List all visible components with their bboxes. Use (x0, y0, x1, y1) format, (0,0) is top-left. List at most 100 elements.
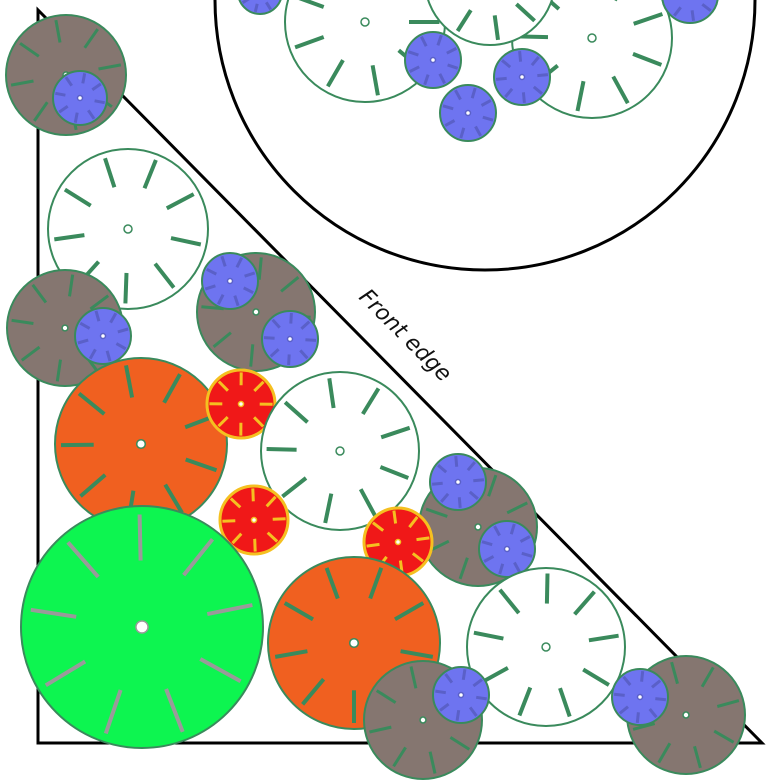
blue-plant-spoke (216, 294, 225, 305)
blue-plant-spoke (244, 271, 256, 278)
blue-plant-center (457, 691, 465, 699)
grey-plant-spoke (369, 725, 392, 734)
blue-plant-spoke (501, 59, 512, 69)
blue-plant-spoke (701, 3, 712, 12)
white-plant-spoke (361, 387, 381, 416)
blue-plant-spoke (444, 119, 456, 127)
grey-plant-spoke (506, 501, 528, 515)
white-plant-spoke (170, 236, 202, 247)
blue-plant-spoke (55, 91, 66, 97)
blue-plant-body (238, 0, 282, 15)
blue-plant-spoke (263, 336, 275, 340)
blue-plant-spoke (518, 50, 523, 62)
blue-plant-spoke (77, 338, 89, 345)
blue-plant-spoke (73, 112, 79, 123)
blue-plant-center (454, 478, 462, 486)
orange-plant-spoke (185, 457, 218, 473)
blue-plant (493, 48, 551, 106)
blue-plant-spoke (220, 255, 227, 267)
green-plant-spoke (206, 603, 253, 617)
white-plant-spoke (54, 233, 85, 242)
blue-plant-spoke (300, 320, 311, 330)
blue-plant-center (99, 332, 107, 340)
blue-plant-center (226, 277, 234, 285)
red-plant-center (250, 516, 258, 524)
blue-plant-spoke (91, 82, 102, 91)
white-plant-body (427, 0, 553, 46)
grey-plant-spoke (31, 283, 48, 304)
orange-plant-spoke (79, 473, 107, 498)
white-plant-spoke (544, 573, 550, 604)
blue-plant-spoke (105, 350, 112, 362)
white-plant-spoke (327, 378, 336, 409)
red-plant-spoke (408, 515, 419, 529)
orange-plant-spoke (301, 677, 326, 706)
grey-plant-center (61, 324, 69, 332)
blue-plant-spoke (459, 127, 466, 139)
orange-plant-spoke (163, 483, 184, 514)
white-plant-center (123, 224, 133, 234)
grey-plant-spoke (428, 751, 437, 774)
blue-plant-spoke (481, 540, 493, 547)
orange-plant-spoke (77, 391, 106, 416)
blue-plant-spoke (204, 284, 216, 291)
blue-plant-spoke (504, 87, 514, 98)
red-plant-spoke (253, 538, 257, 552)
grey-plant-spoke (425, 507, 448, 518)
grey-plant-center (252, 308, 260, 316)
grey-plant-spoke (10, 79, 34, 87)
white-plant-spoke (142, 159, 158, 189)
green-plant-spoke (103, 689, 123, 735)
blue-plant-spoke (265, 1, 272, 11)
grey-plant-spoke (670, 661, 679, 685)
blue-plant-spoke (436, 34, 443, 46)
white-plant-spoke (294, 35, 325, 50)
blue-plant-spoke (651, 679, 662, 689)
orange-plant-spoke (400, 649, 434, 659)
white-plant (284, 0, 446, 103)
white-plant-spoke (323, 493, 334, 524)
grey-plant-spoke (55, 359, 62, 382)
blue-plant-spoke (468, 490, 479, 500)
white-plant-spoke (582, 667, 610, 687)
white-plant-spoke (575, 80, 586, 112)
white-plant-spoke (326, 59, 345, 88)
blue-plant-center (503, 545, 511, 553)
blue-plant-spoke (455, 709, 461, 721)
blue-plant (404, 31, 462, 89)
front-edge-label: Front edge (354, 285, 456, 387)
blue-plant-center (636, 693, 644, 701)
grey-plant-spoke (19, 42, 40, 58)
white-plant-spoke (588, 633, 619, 643)
white-plant-center (335, 446, 345, 456)
blue-plant-spoke (64, 76, 73, 87)
blue-plant-spoke (435, 689, 447, 695)
blue-plant-spoke (287, 354, 291, 366)
blue-plant-spoke (537, 73, 549, 78)
blue-plant-spoke (289, 312, 293, 324)
blue-plant-spoke (468, 706, 478, 717)
white-plant-spoke (153, 262, 176, 289)
white-plant-spoke (492, 15, 500, 41)
blue-plant-spoke (532, 85, 543, 95)
grey-plant-spoke (20, 345, 41, 362)
blue-plant (261, 310, 319, 368)
blue-plant-spoke (513, 561, 521, 573)
grey-plant-spoke (33, 101, 49, 122)
plants-layer (5, 0, 746, 780)
green-plant-spoke (66, 540, 100, 579)
white-plant-spoke (455, 9, 473, 33)
green-plant-spoke (137, 514, 143, 561)
grey-plant-spoke (54, 19, 62, 43)
round-bed-outline (213, 0, 757, 272)
white-plant (260, 371, 420, 531)
blue-plant-spoke (235, 257, 244, 268)
blue-plant-center (76, 94, 84, 102)
blue-plant-spoke (407, 50, 419, 57)
orange-plant-spoke (368, 567, 384, 600)
white-plant (47, 148, 209, 310)
blue-plant-center (429, 56, 437, 64)
red-plant-spoke (392, 510, 398, 524)
grey-plant-spoke (212, 331, 232, 348)
red-plant-spoke (222, 519, 236, 523)
